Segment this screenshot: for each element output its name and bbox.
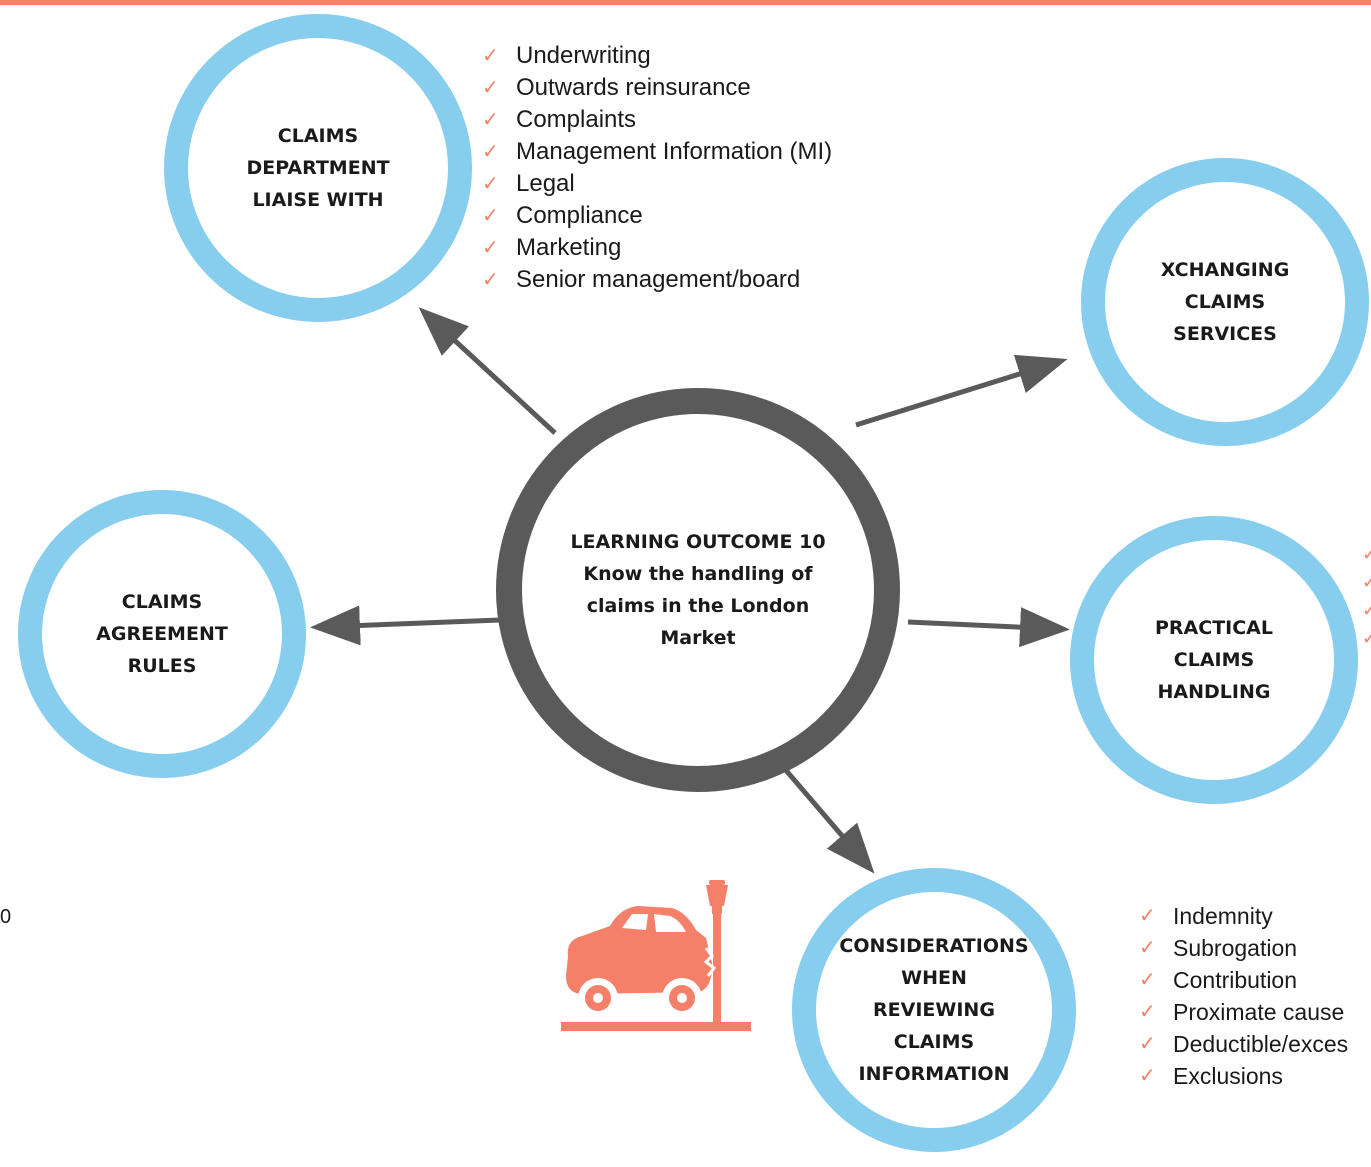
check-icon: ✓	[1362, 544, 1371, 564]
list-item: ✓ Proximate cause	[1137, 996, 1348, 1028]
check-icon: ✓	[1139, 969, 1156, 991]
top-accent-bar	[0, 0, 1371, 5]
check-icon: ✓	[1139, 1001, 1156, 1023]
list-item-text: Legal	[516, 170, 575, 197]
xchanging-line: XCHANGING	[1160, 259, 1290, 281]
list-item: ✓ Indemnity	[1137, 900, 1348, 932]
list-item: ✓ Contribution	[1137, 964, 1348, 996]
liaise-list: ✓ Underwriting ✓ Outwards reinsurance ✓ Com…	[480, 40, 832, 296]
list-item: ✓ Legal	[480, 168, 832, 200]
considerations-label: CONSIDERATIONS WHEN REVIEWING CLAIMS INF…	[839, 930, 1028, 1090]
list-item: ✓ Deductible/exces	[1137, 1028, 1348, 1060]
check-icon: ✓	[482, 141, 499, 163]
check-icon: ✓	[1139, 1065, 1156, 1087]
check-icon: ✓	[1362, 572, 1371, 592]
list-item: ✓ Senior management/board	[480, 264, 832, 296]
considerations-line: CONSIDERATIONS	[839, 935, 1029, 957]
claims-department-circle: CLAIMS DEPARTMENT LIAISE WITH	[164, 14, 472, 322]
arrow-to-considerations	[782, 766, 875, 874]
agreement-label: CLAIMS AGREEMENT RULES	[96, 586, 228, 682]
list-item-text: Underwriting	[516, 42, 651, 69]
list-item-text: Outwards reinsurance	[516, 74, 751, 101]
claims-department-line: LIAISE WITH	[252, 189, 384, 211]
arrow-to-xchanging	[855, 354, 1068, 428]
claims-department-label: CLAIMS DEPARTMENT LIAISE WITH	[246, 120, 389, 216]
list-item-text: Senior management/board	[516, 266, 801, 293]
check-icon: ✓	[1139, 905, 1156, 927]
list-item-text: Proximate cause	[1173, 999, 1345, 1025]
xchanging-label: XCHANGING CLAIMS SERVICES	[1161, 254, 1290, 350]
agreement-circle: CLAIMS AGREEMENT RULES	[18, 490, 306, 778]
practical-line: CLAIMS	[1173, 649, 1255, 671]
agreement-line: RULES	[127, 655, 197, 677]
considerations-line: REVIEWING	[873, 999, 995, 1021]
arrow-to-agreement	[310, 605, 501, 646]
practical-label: PRACTICAL CLAIMS HANDLING	[1155, 612, 1273, 708]
list-item: ✓ Exclusions	[1137, 1060, 1348, 1092]
list-item: ✓ Marketing	[480, 232, 832, 264]
considerations-list: ✓ Indemnity ✓ Subrogation ✓ Contribution ✓ P…	[1137, 900, 1348, 1092]
partial-text: 0	[0, 906, 12, 928]
check-icon: ✓	[482, 45, 499, 67]
learning-outcome-line: LEARNING OUTCOME 10	[570, 531, 826, 553]
list-item: ✓ Management Information (MI)	[480, 136, 832, 168]
check-icon: ✓	[482, 269, 499, 291]
learning-outcome-line: Market	[660, 627, 736, 649]
xchanging-line: SERVICES	[1173, 323, 1277, 345]
cut-off-ticks: ✓ ✓ ✓ ✓	[1362, 540, 1371, 652]
learning-outcome-line: claims in the London	[586, 595, 810, 617]
list-item-text: Indemnity	[1173, 903, 1273, 929]
list-item-text: Exclusions	[1173, 1063, 1283, 1089]
xchanging-circle: XCHANGING CLAIMS SERVICES	[1081, 158, 1369, 446]
list-item: ✓ Compliance	[480, 200, 832, 232]
check-icon: ✓	[482, 109, 499, 131]
check-icon: ✓	[1362, 628, 1371, 648]
considerations-line: WHEN	[901, 967, 967, 989]
practical-line: PRACTICAL	[1155, 617, 1273, 639]
list-item-text: Complaints	[516, 106, 637, 133]
check-icon: ✓	[1362, 600, 1371, 620]
list-item-text: Subrogation	[1173, 935, 1298, 961]
car-crash-icon	[560, 868, 755, 1041]
list-item-text: Management Information (MI)	[516, 138, 833, 165]
learning-outcome-label: LEARNING OUTCOME 10 Know the handling of…	[570, 526, 825, 654]
arrow-to-practical	[907, 607, 1070, 648]
list-item-text: Deductible/exces	[1173, 1031, 1349, 1057]
list-item-text: Contribution	[1173, 967, 1298, 993]
considerations-circle: CONSIDERATIONS WHEN REVIEWING CLAIMS INF…	[792, 868, 1076, 1152]
claims-department-line: DEPARTMENT	[246, 157, 390, 179]
list-item: ✓ Subrogation	[1137, 932, 1348, 964]
practical-circle: PRACTICAL CLAIMS HANDLING	[1070, 516, 1358, 804]
learning-outcome-line: Know the handling of	[583, 563, 813, 585]
agreement-line: AGREEMENT	[96, 623, 228, 645]
check-icon: ✓	[1139, 1033, 1156, 1055]
list-item: ✓ Outwards reinsurance	[480, 72, 832, 104]
check-icon: ✓	[1139, 937, 1156, 959]
list-item-text: Compliance	[516, 202, 643, 229]
check-icon: ✓	[482, 77, 499, 99]
list-item: ✓ Underwriting	[480, 40, 832, 72]
check-icon: ✓	[482, 237, 499, 259]
check-icon: ✓	[482, 173, 499, 195]
considerations-line: INFORMATION	[858, 1063, 1010, 1085]
considerations-line: CLAIMS	[893, 1031, 975, 1053]
agreement-line: CLAIMS	[121, 591, 203, 613]
arrow-to-claims-department	[418, 307, 557, 435]
check-icon: ✓	[482, 205, 499, 227]
claims-department-line: CLAIMS	[277, 125, 359, 147]
practical-line: HANDLING	[1157, 681, 1271, 703]
xchanging-line: CLAIMS	[1184, 291, 1266, 313]
list-item: ✓ Complaints	[480, 104, 832, 136]
learning-outcome-circle: LEARNING OUTCOME 10 Know the handling of…	[496, 388, 900, 792]
list-item-text: Marketing	[516, 234, 622, 261]
